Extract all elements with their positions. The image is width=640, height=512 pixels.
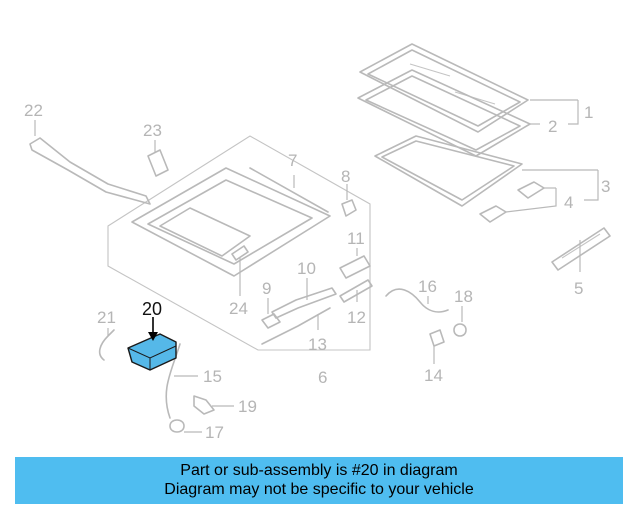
- callout-6: 6: [318, 368, 327, 387]
- trim-23[interactable]: [147, 149, 169, 177]
- switch-9[interactable]: [261, 313, 281, 329]
- callout-4: 4: [564, 193, 573, 212]
- callout-3: 3: [601, 177, 610, 196]
- bracket-24[interactable]: [231, 245, 249, 261]
- callout-11: 11: [347, 229, 365, 248]
- drain-hose-15[interactable]: [165, 343, 181, 419]
- callout-1: 1: [584, 103, 593, 122]
- callout-8: 8: [341, 167, 350, 186]
- banner-line-1: Part or sub-assembly is #20 in diagram: [180, 462, 458, 479]
- info-banner: Part or sub-assembly is #20 in diagram D…: [15, 457, 623, 504]
- side-rail[interactable]: [551, 227, 611, 271]
- drive-link[interactable]: [339, 279, 373, 303]
- callout-10: 10: [297, 259, 316, 278]
- banner-line-2: Diagram may not be specific to your vehi…: [164, 481, 474, 498]
- callout-17: 17: [205, 423, 224, 442]
- bracket-8[interactable]: [341, 199, 357, 217]
- sunroof-motor[interactable]: [339, 255, 371, 279]
- callout-19: 19: [238, 397, 257, 416]
- callout-22: 22: [24, 101, 43, 120]
- callout-5: 5: [574, 279, 583, 298]
- clip-14[interactable]: [429, 329, 445, 347]
- callout-20: 20: [142, 299, 162, 319]
- callout-9: 9: [262, 279, 271, 298]
- callout-16: 16: [418, 277, 437, 296]
- callout-14: 14: [424, 366, 443, 385]
- callout-13: 13: [308, 335, 327, 354]
- drive-cable[interactable]: [261, 307, 331, 345]
- callout-2: 2: [548, 117, 557, 136]
- weatherstrip-22[interactable]: [29, 137, 151, 205]
- sunroof-frame[interactable]: [131, 167, 331, 277]
- cable-guide[interactable]: [271, 287, 337, 319]
- callout-12: 12: [347, 308, 366, 327]
- sunshade-panel[interactable]: [374, 135, 523, 207]
- callout-7: 7: [288, 151, 297, 170]
- arrow-20-head: [148, 332, 158, 341]
- shade-clips[interactable]: [479, 181, 545, 223]
- drain-hose-16[interactable]: [385, 288, 449, 313]
- callout-24: 24: [229, 299, 248, 318]
- clamp-19[interactable]: [193, 395, 215, 415]
- leader-lines: [34, 99, 599, 433]
- highlighted-part-20[interactable]: [127, 333, 177, 371]
- grommet-17[interactable]: [169, 419, 185, 433]
- callout-21: 21: [97, 308, 116, 327]
- callout-15: 15: [203, 367, 222, 386]
- callout-18: 18: [454, 287, 473, 306]
- hose-21[interactable]: [98, 329, 115, 361]
- grommet-18[interactable]: [453, 323, 467, 337]
- glass-panel[interactable]: [359, 43, 529, 133]
- callout-23: 23: [143, 121, 162, 140]
- frame-group-outline: [107, 135, 371, 351]
